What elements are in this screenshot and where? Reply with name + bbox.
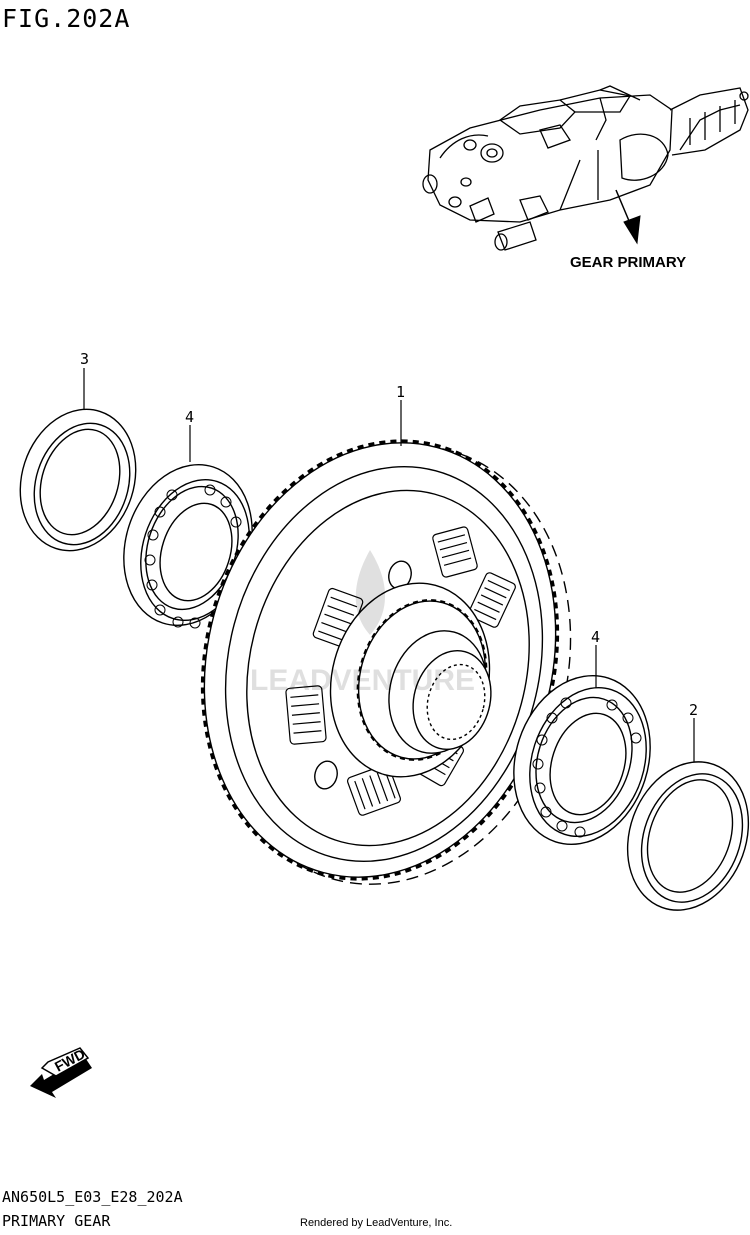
figure-title: FIG.202A: [2, 4, 131, 33]
watermark: LEADVENTURE: [250, 550, 475, 697]
part-3-seal: [19, 408, 137, 552]
callout-3: 3: [80, 350, 90, 368]
fwd-arrow-icon: FWD: [30, 1046, 92, 1098]
model-code: AN650L5_E03_E28_202A: [2, 1188, 183, 1206]
engine-assembly-inset: [422, 85, 749, 251]
callout-2: 2: [689, 701, 699, 719]
credit-text: Rendered by LeadVenture, Inc.: [300, 1217, 453, 1229]
leader-lines: [83, 368, 695, 762]
inset-label: GEAR PRIMARY: [570, 254, 687, 271]
callout-4-left: 4: [185, 408, 195, 426]
callout-1: 1: [396, 383, 406, 401]
part-1-primary-gear: [200, 439, 572, 885]
callout-4-right: 4: [591, 628, 601, 646]
watermark-text: LEADVENTURE: [250, 664, 475, 697]
part-4-bearing-left: [123, 463, 253, 629]
part-2-seal: [626, 761, 750, 911]
inset-pointer-arrow: [615, 189, 641, 245]
section-name: PRIMARY GEAR: [2, 1212, 111, 1230]
part-4-bearing-right: [513, 675, 651, 845]
